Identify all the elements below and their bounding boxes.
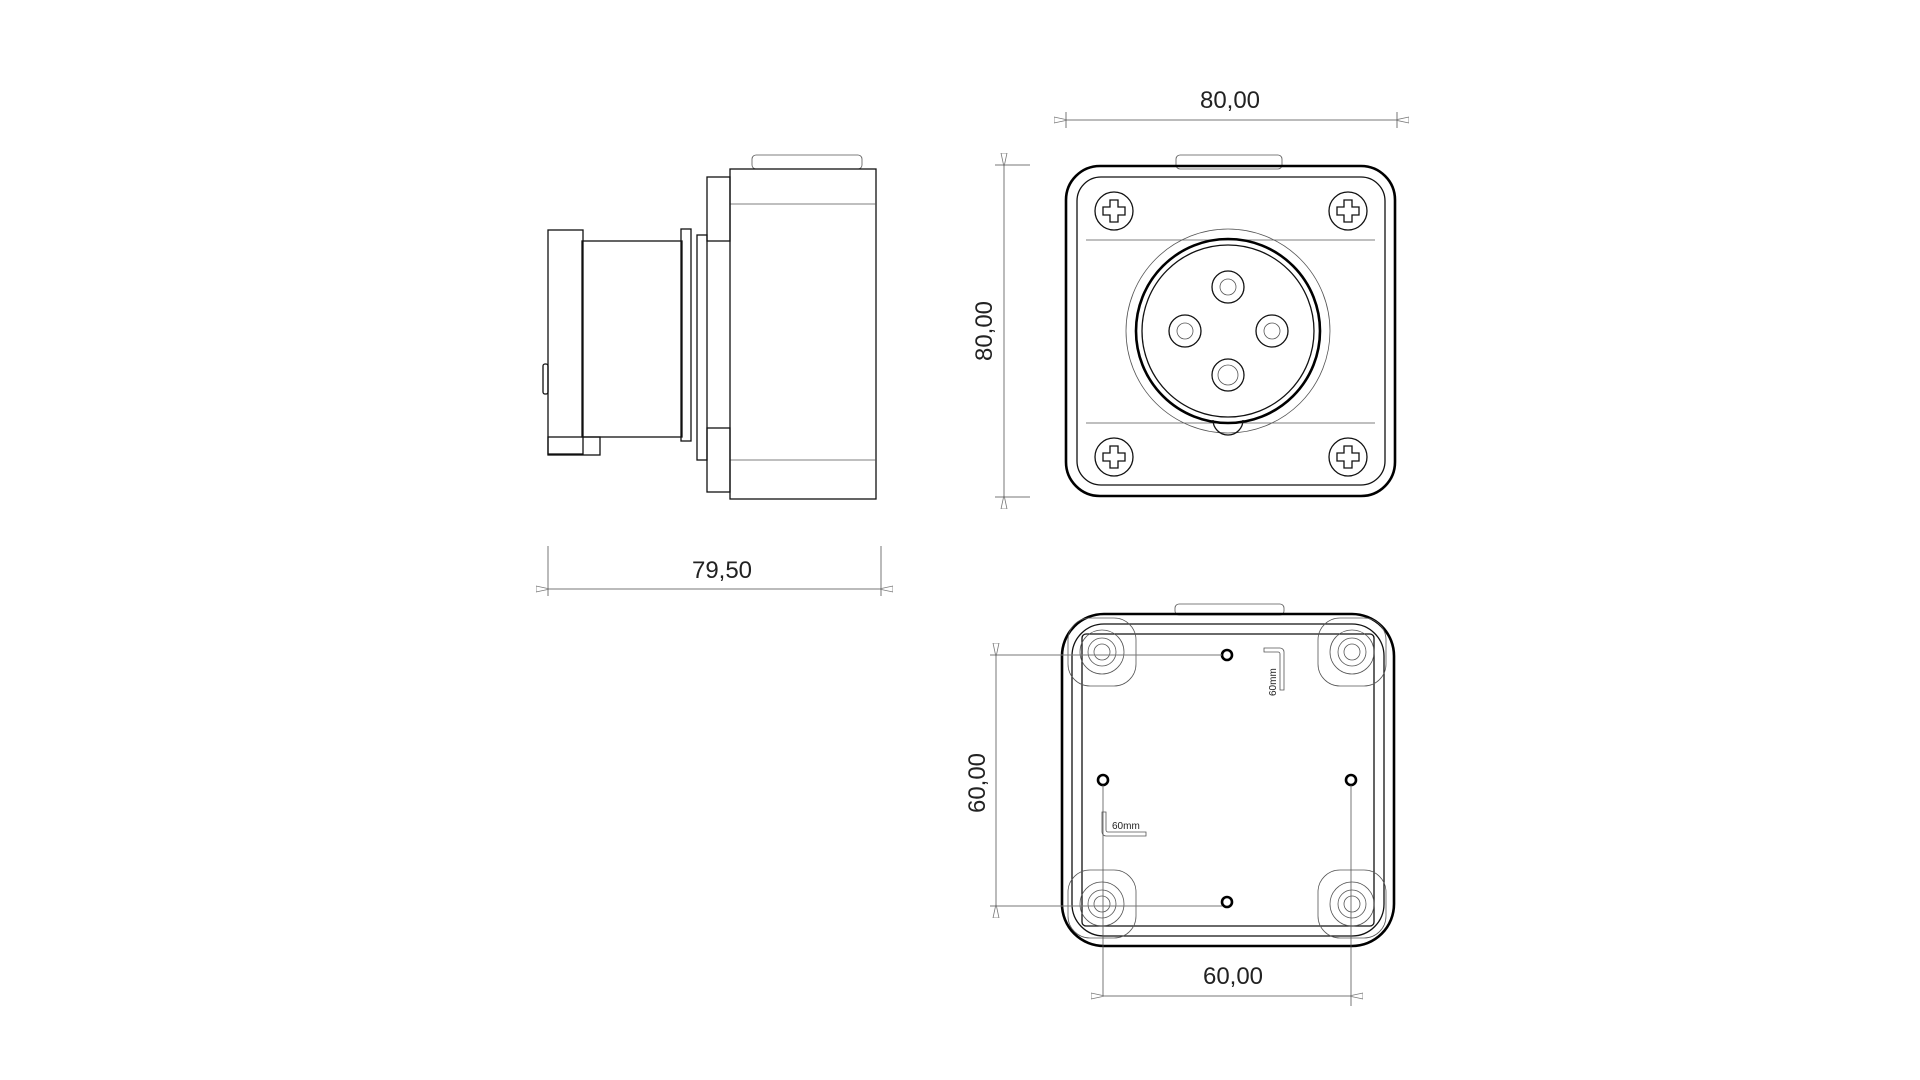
bottom-view: 60mm 60mm <box>1060 603 1396 1006</box>
dimension-front-width: 80,00 <box>1066 87 1397 128</box>
front-view <box>1064 154 1397 498</box>
screw-icon <box>1094 191 1368 477</box>
side-view <box>542 154 877 500</box>
bottom-horizontal-label: 60,00 <box>1203 963 1263 990</box>
dimension-front-height: 80,00 <box>971 165 1030 497</box>
socket-pin-icon <box>1168 270 1289 392</box>
front-width-label: 80,00 <box>1200 87 1260 114</box>
dimension-bottom-vertical: 60,00 <box>964 655 1222 906</box>
hole-label-horizontal: 60mm <box>1112 821 1140 832</box>
bottom-vertical-label: 60,00 <box>964 753 991 813</box>
dimension-depth: 79,50 <box>548 546 881 596</box>
dimension-bottom-horizontal: 60,00 <box>1105 963 1349 996</box>
front-height-label: 80,00 <box>971 301 998 361</box>
hole-label-vertical: 60mm <box>1268 668 1279 696</box>
mounting-hole-icon <box>1096 648 1358 909</box>
mounting-boss-icon <box>1067 617 1387 939</box>
depth-label: 79,50 <box>692 557 752 584</box>
